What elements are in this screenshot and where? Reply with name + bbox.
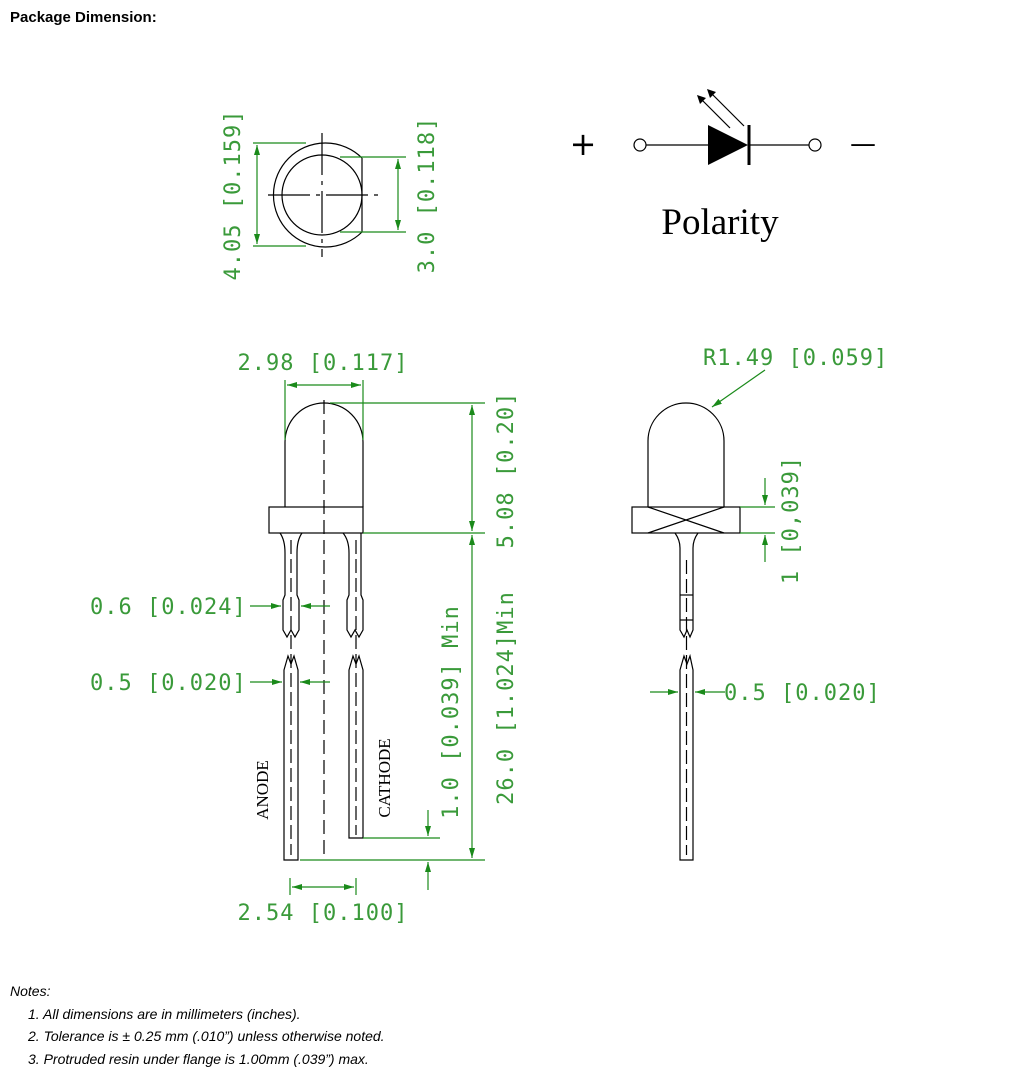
notes-heading: Notes:	[10, 983, 51, 999]
dim-standoff: 1.0 [0.039] Min	[439, 605, 464, 819]
dim-lead: 0.5 [0.020]	[90, 671, 247, 696]
minus-sign: —	[850, 129, 876, 159]
cathode-label: CATHODE	[375, 738, 394, 817]
side-view: 2.98 [0.117] 5.08 [0.20] 26.0 [1.024]Min…	[90, 351, 519, 926]
dim-pitch: 2.54 [0.100]	[238, 901, 409, 926]
diode-icon	[708, 125, 748, 165]
dim-lead-wide: 0.6 [0.024]	[90, 595, 247, 620]
note-item: 2. Tolerance is ± 0.25 mm (.010”) unless…	[28, 1028, 385, 1044]
plus-sign: +	[570, 125, 597, 163]
dim-outer-diameter: 4.05 [0.159]	[221, 110, 246, 281]
note-item: 3. Protruded resin under flange is 1.00m…	[28, 1050, 369, 1067]
polarity-symbol: + — Polarity	[570, 89, 876, 243]
dim-flange: 1 [0,039]	[779, 456, 804, 584]
outer-outline	[272, 142, 363, 248]
dim-body-width: 2.98 [0.117]	[238, 351, 409, 376]
dim-lead-right: 0.5 [0.020]	[724, 681, 881, 706]
package-drawing: 4.05 [0.159] 3.0 [0.118] + — Polarity	[90, 89, 888, 926]
note-item: 1. All dimensions are in millimeters (in…	[28, 1005, 301, 1022]
right-view: R1.49 [0.059] 1 [0,039] 0.5 [0.020]	[631, 346, 888, 861]
anode-label: ANODE	[253, 760, 272, 820]
top-view: 4.05 [0.159] 3.0 [0.118]	[221, 110, 440, 281]
dim-flat: 3.0 [0.118]	[415, 117, 440, 274]
notes: Notes: 1. All dimensions are in millimet…	[10, 980, 385, 1070]
dim-lead-length: 26.0 [1.024]Min	[494, 591, 519, 805]
page-title: Package Dimension:	[10, 9, 157, 26]
dim-radius: R1.49 [0.059]	[703, 346, 888, 371]
polarity-label: Polarity	[661, 202, 779, 243]
dim-body-height: 5.08 [0.20]	[494, 392, 519, 549]
light-arrows-icon	[697, 89, 745, 129]
